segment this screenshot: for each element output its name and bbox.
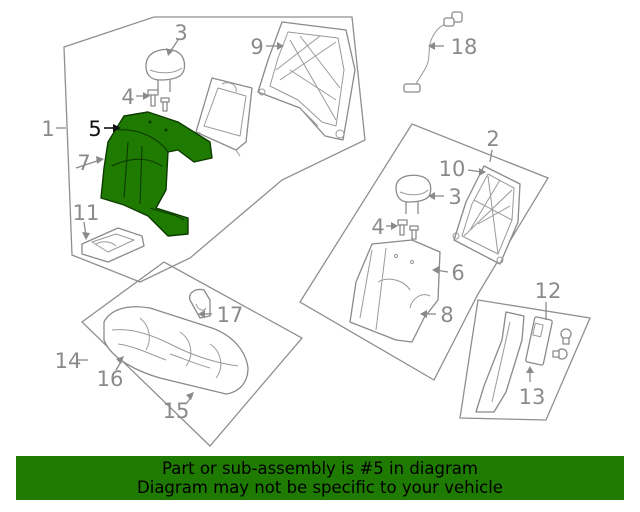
- leaders-group-14: [76, 310, 212, 405]
- part-8-pad[interactable]: [409, 294, 431, 309]
- panel-group-12: [459, 299, 591, 421]
- callout-labels: 1 3 4 5 7 9 11 18 2 10 3 4 6 8 12 13 14 …: [41, 21, 561, 423]
- panel-group-2: [299, 123, 549, 381]
- parts-diagram: 1 3 4 5 7 9 11 18 2 10 3 4 6 8 12 13 14 …: [41, 11, 591, 447]
- part-info-banner: Part or sub-assembly is #5 in diagram Di…: [16, 456, 624, 500]
- callout-15[interactable]: 15: [163, 399, 190, 423]
- banner-line-part: Part or sub-assembly is #5 in diagram: [162, 459, 478, 478]
- callout-2[interactable]: 2: [486, 127, 499, 151]
- callout-5-highlighted[interactable]: 5: [88, 117, 101, 141]
- trim-panel-top[interactable]: [195, 77, 253, 157]
- leaders-group-2: [386, 149, 493, 318]
- part-4-bolts-right[interactable]: [397, 219, 419, 240]
- part-13-side-trim[interactable]: [475, 311, 525, 413]
- callout-17[interactable]: 17: [217, 303, 244, 327]
- callout-3-top[interactable]: 3: [174, 21, 187, 45]
- part-clip-fasteners[interactable]: [552, 328, 572, 360]
- callout-8[interactable]: 8: [440, 303, 453, 327]
- part-4-bolts-top[interactable]: [147, 89, 170, 112]
- part-6-seat-back-cover[interactable]: [349, 239, 441, 343]
- callout-10[interactable]: 10: [439, 157, 466, 181]
- leaders-group-12: [526, 302, 547, 382]
- callout-16[interactable]: 16: [97, 367, 124, 391]
- part-11-pad[interactable]: [81, 227, 145, 263]
- callout-12[interactable]: 12: [535, 279, 562, 303]
- callout-3-right[interactable]: 3: [448, 185, 461, 209]
- callout-7[interactable]: 7: [77, 151, 90, 175]
- banner-line-disclaimer: Diagram may not be specific to your vehi…: [137, 478, 503, 497]
- part-16-seat-cushion[interactable]: [103, 306, 249, 395]
- callout-13[interactable]: 13: [519, 385, 546, 409]
- panel-group-14: [80, 261, 304, 447]
- part-12-clip-bracket[interactable]: [525, 316, 553, 366]
- part-3-headrest-right[interactable]: [395, 174, 432, 214]
- part-5-seat-back-highlighted[interactable]: [100, 111, 213, 237]
- part-9-back-frame[interactable]: [257, 21, 356, 141]
- leaders-group-1: [56, 39, 284, 240]
- callout-6[interactable]: 6: [451, 261, 464, 285]
- callout-4-top[interactable]: 4: [121, 85, 134, 109]
- callout-4-right[interactable]: 4: [371, 215, 384, 239]
- callout-9[interactable]: 9: [250, 35, 263, 59]
- callout-11[interactable]: 11: [73, 201, 100, 225]
- part-10-back-frame[interactable]: [452, 165, 521, 265]
- part-18-wire[interactable]: [403, 11, 463, 93]
- callout-1[interactable]: 1: [41, 117, 54, 141]
- callout-18[interactable]: 18: [451, 35, 478, 59]
- panel-group-1: [63, 16, 366, 283]
- callout-14[interactable]: 14: [55, 349, 82, 373]
- part-3-headrest-top[interactable]: [145, 48, 186, 92]
